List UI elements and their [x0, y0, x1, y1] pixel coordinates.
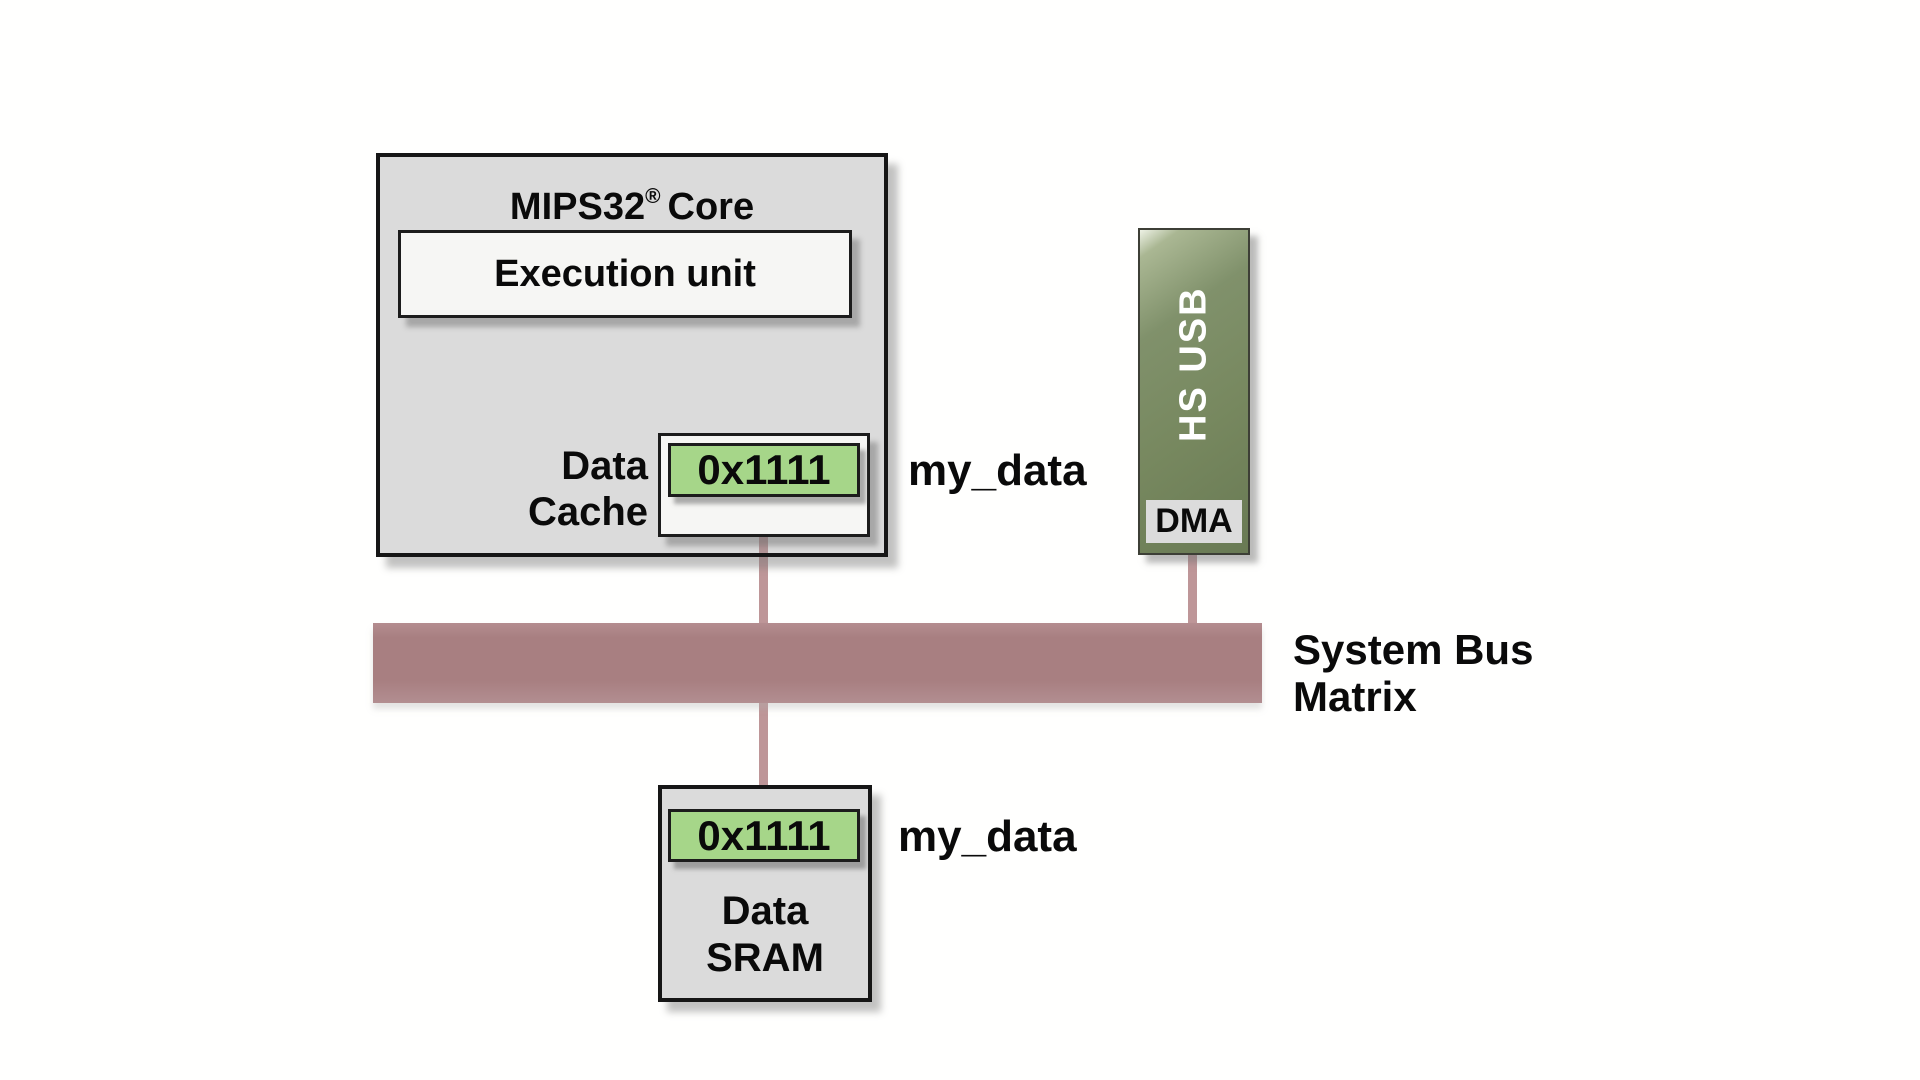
connector-dma-to-bus — [1188, 550, 1197, 623]
system-bus-matrix-bar — [373, 623, 1262, 703]
data-sram-label-line1: Data — [721, 889, 809, 933]
hs-usb-label: HS USB — [1172, 286, 1215, 442]
execution-unit-box: Execution unit — [398, 230, 852, 318]
data-cache-label-line2: Cache — [527, 490, 648, 534]
dma-label: DMA — [1155, 502, 1233, 540]
data-cache-label-line1: Data — [561, 444, 648, 488]
sram-value-box: 0x1111 — [668, 809, 860, 862]
cache-value-box: 0x1111 — [668, 443, 860, 497]
sram-value: 0x1111 — [697, 811, 831, 859]
core-title-suffix: Core — [667, 186, 755, 228]
data-sram-label: Data SRAM — [658, 888, 872, 982]
cache-my-data-annotation: my_data — [908, 446, 1087, 495]
data-cache-label: Data Cache — [400, 443, 648, 535]
system-bus-label-line1: System Bus — [1293, 626, 1534, 673]
execution-unit-label: Execution unit — [494, 252, 756, 295]
connector-cache-inner-segment — [759, 537, 768, 553]
cache-value: 0x1111 — [697, 446, 831, 493]
connector-bus-to-sram — [759, 700, 768, 788]
dma-box: DMA — [1146, 500, 1242, 543]
core-title: MIPS32®Core — [376, 185, 888, 229]
registered-trademark-symbol: ® — [645, 185, 661, 209]
sram-my-data-annotation: my_data — [898, 812, 1077, 861]
connector-cache-to-bus — [759, 530, 768, 623]
data-sram-label-line2: SRAM — [706, 936, 824, 980]
system-bus-matrix-label: System Bus Matrix — [1293, 626, 1533, 720]
system-bus-label-line2: Matrix — [1293, 673, 1417, 720]
core-title-brand: MIPS32 — [509, 186, 646, 228]
